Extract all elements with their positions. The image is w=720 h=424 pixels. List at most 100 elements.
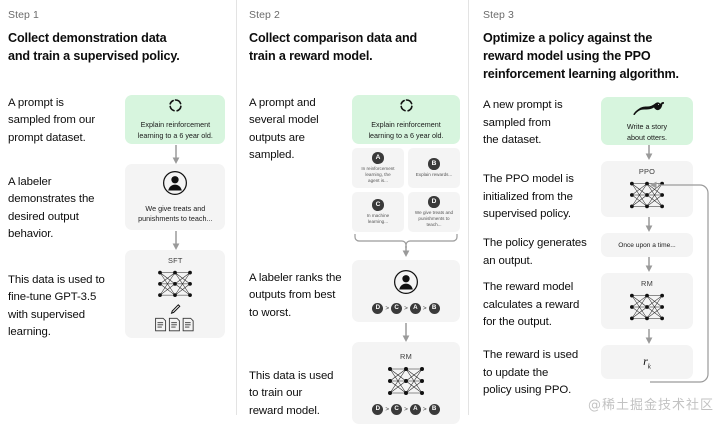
neural-network-icon xyxy=(630,181,664,209)
reward-value-card: rk xyxy=(601,345,693,380)
rank-separator: > xyxy=(385,405,390,413)
step-3-column: Step 3 Optimize a policy against the rew… xyxy=(470,0,720,415)
rank-separator: > xyxy=(422,405,427,413)
arrow-down-icon xyxy=(645,217,653,233)
pencil-icon xyxy=(170,303,181,314)
rm-tag: RM xyxy=(400,351,412,361)
rank-pill: C xyxy=(391,403,403,415)
reward-symbol: rk xyxy=(643,354,651,371)
ppo-tag: PPO xyxy=(638,166,656,176)
step-2-column: Step 2 Collect comparison data and train… xyxy=(237,0,470,424)
rank-pill: C xyxy=(391,302,403,314)
arrow-down-icon xyxy=(402,323,410,343)
option-badge: B xyxy=(428,158,440,170)
rank-pill: A xyxy=(409,403,421,415)
column-divider-1 xyxy=(236,0,237,415)
step-2-label: Step 2 xyxy=(249,9,280,21)
reward-model-card: RM xyxy=(601,273,693,330)
rank-pill: D xyxy=(372,302,384,314)
ranking-row: D > C > A > B xyxy=(372,302,440,314)
step-1-title-line-2: and train a supervised policy. xyxy=(8,48,180,63)
person-avatar-icon xyxy=(393,269,419,300)
step-2-title-line-1: Collect comparison data and xyxy=(249,30,418,45)
rm-tag: RM xyxy=(641,278,653,288)
output-option-b: B Explain rewards... xyxy=(408,148,460,189)
neural-network-icon xyxy=(388,366,424,395)
step-2-title-line-2: train a reward model. xyxy=(249,48,373,63)
column-divider-2 xyxy=(468,0,469,415)
neural-network-icon xyxy=(158,270,193,298)
rank-separator: > xyxy=(385,304,390,312)
sft-model-card: SFT xyxy=(125,250,226,339)
step-1-column: Step 1 Collect demonstration data and tr… xyxy=(0,0,237,415)
policy-output-card: Once upon a time... xyxy=(601,233,693,258)
documents-icon xyxy=(155,317,194,332)
step-3-title: Optimize a policy against the reward mod… xyxy=(483,29,712,84)
step-1-title: Collect demonstration data and train a s… xyxy=(8,29,227,66)
rank-pill: A xyxy=(409,302,421,314)
rank-separator: > xyxy=(404,304,408,312)
rank-separator: > xyxy=(404,405,408,413)
policy-output-text: Once upon a time... xyxy=(618,241,676,249)
otter-icon xyxy=(630,99,665,120)
ppo-model-card: PPO xyxy=(601,161,693,218)
option-badge: C xyxy=(372,199,384,211)
arrow-down-icon xyxy=(172,145,180,165)
rank-pill: D xyxy=(372,403,384,415)
option-badge: A xyxy=(372,152,384,164)
dashed-circle-icon xyxy=(168,98,183,118)
rank-pill: B xyxy=(428,302,440,314)
step-3-title-line-3: reinforcement learning algorithm. xyxy=(483,67,679,82)
brace-arrow-icon xyxy=(354,234,458,258)
arrow-down-icon xyxy=(645,329,653,345)
person-avatar-icon xyxy=(162,170,188,201)
labeler-ranking-card: D > C > A > B xyxy=(352,260,460,323)
arrow-down-icon xyxy=(645,257,653,273)
step-3-label: Step 3 xyxy=(483,9,514,21)
ranking-row: D > C > A > B xyxy=(372,403,440,415)
sft-tag: SFT xyxy=(168,256,183,266)
rank-pill: B xyxy=(428,403,440,415)
option-badge: D xyxy=(428,196,440,208)
step-1-label: Step 1 xyxy=(8,9,39,21)
option-text: Explain rewards... xyxy=(415,171,453,177)
step-1-title-line-1: Collect demonstration data xyxy=(8,30,167,45)
rank-separator: > xyxy=(422,304,427,312)
reward-model-card: RM xyxy=(352,342,460,424)
step-3-title-line-1: Optimize a policy against the xyxy=(483,30,653,45)
dashed-circle-icon xyxy=(399,98,414,118)
